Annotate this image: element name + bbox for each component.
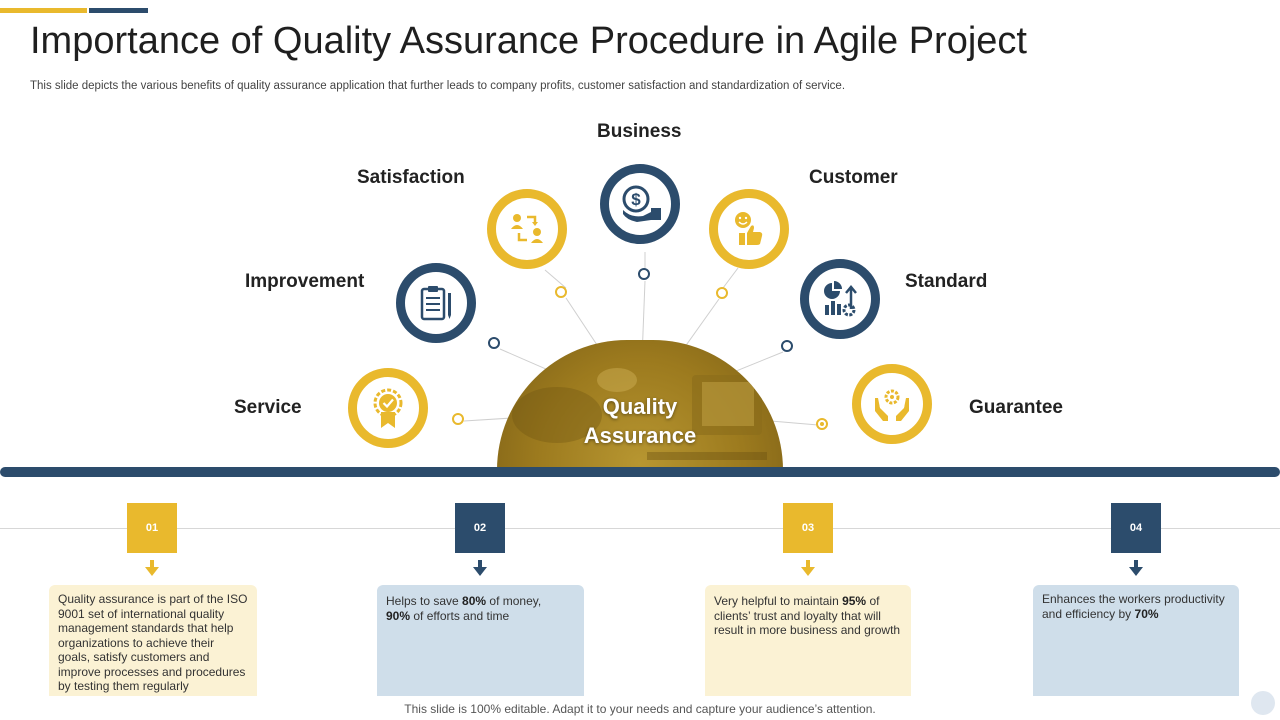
connector-dot-standard [781,340,793,352]
step-number-box: 02 [455,503,505,553]
connector-dot-business [638,268,650,280]
dome-photo-texture [512,368,767,460]
label-satisfaction: Satisfaction [357,167,465,188]
step-number: 03 [801,522,815,534]
step-percentage: 95% [842,594,867,608]
step-card: Helps to save 80% of money, 90% of effor… [377,585,584,696]
quality-assurance-dome: Quality Assurance [497,340,783,470]
chart-gear-icon [824,281,857,317]
step-number-box: 04 [1111,503,1161,553]
arrow-down-icon [1129,560,1143,576]
dome-title-line-2: Assurance [583,423,697,448]
dome-title: Quality Assurance [497,392,783,450]
timeline-line [0,528,1280,529]
base-bar [0,467,1280,477]
connector-dot-guarantee [816,418,828,430]
step-number-box: 01 [127,503,177,553]
step-card: Enhances the workers productivity and ef… [1033,585,1239,696]
clipboard-pen-icon [420,286,451,321]
page-subtitle: This slide depicts the various benefits … [30,80,846,92]
step-percentage: 70% [1134,606,1159,621]
connector-dot-improvement [488,337,500,349]
connector-dot-service [452,413,464,425]
step-text: Quality assurance is part of the ISO 900… [58,592,248,693]
step-number: 04 [1129,522,1143,534]
step-text: of efforts and time [410,608,510,623]
label-business: Business [597,121,682,142]
step-percentage: 80% [462,594,487,608]
step-text: Very helpful to maintain [714,594,843,608]
connector-dot-customer [716,287,728,299]
page-title: Importance of Quality Assurance Procedur… [30,20,1027,62]
step-text: of clients’ trust and loyalty that will … [714,594,901,637]
step-text: Enhances the workers productivity and ef… [1042,592,1225,621]
business-node: $ [600,164,680,244]
step-percentage: 90% [386,608,411,623]
step-number: 02 [473,522,487,534]
arrow-down-icon [473,560,487,576]
label-standard: Standard [905,271,988,292]
corner-circle-decoration [1251,691,1275,715]
step-number-box: 03 [783,503,833,553]
customer-node [709,189,789,269]
footer-note: This slide is 100% editable. Adapt it to… [404,702,876,716]
label-service: Service [234,397,302,418]
satisfaction-node [487,189,567,269]
improvement-node [396,263,476,343]
connector-dot-satisfaction [555,286,567,298]
dollar-hand-icon: $ [622,185,661,222]
award-badge-icon [373,388,403,428]
smiley-thumbs-up-icon [735,212,763,245]
step-text: of money, [486,594,542,608]
accent-bar-yellow [0,8,87,13]
guarantee-node [852,364,932,444]
arrow-down-icon [145,560,159,576]
hands-gear-icon [875,389,909,421]
dome-title-line-1: Quality [602,394,678,419]
accent-bar-navy [89,8,148,13]
standard-node [800,259,880,339]
step-card: Quality assurance is part of the ISO 900… [49,585,257,696]
label-customer: Customer [809,167,898,188]
label-improvement: Improvement [245,271,365,292]
arrow-down-icon [801,560,815,576]
step-text: Helps to save [386,594,463,608]
step-number: 01 [145,522,159,534]
label-guarantee: Guarantee [969,397,1063,418]
svg-text:$: $ [631,190,641,209]
service-node [348,368,428,448]
step-card: Very helpful to maintain 95% of clients’… [705,585,911,696]
people-exchange-icon [511,214,543,243]
